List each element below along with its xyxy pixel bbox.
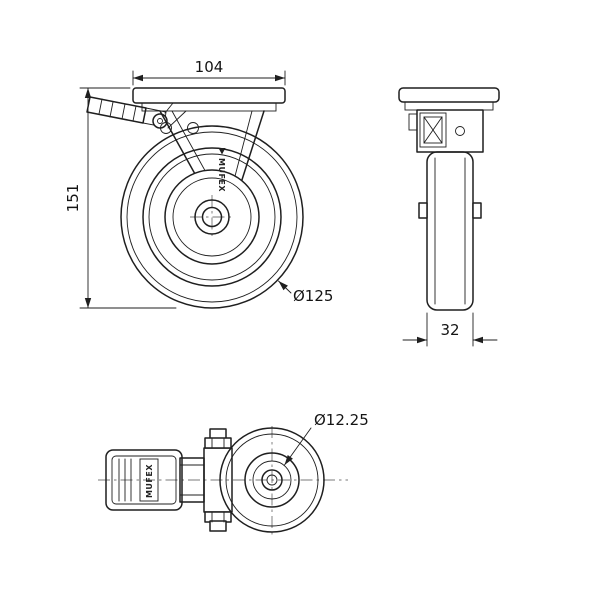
- fork-hole-left: [160, 122, 172, 134]
- front-dim-width: 104: [132, 58, 286, 86]
- top-dim-bolt-hole: Ø12.25: [284, 411, 369, 466]
- dim-height-label: 151: [64, 184, 82, 213]
- front-wheel: [120, 125, 304, 309]
- brand-arrow-icon: [218, 148, 226, 155]
- side-brake-tab: [408, 113, 418, 131]
- side-wheel: [418, 151, 482, 311]
- dim-wheel-diameter-label: Ø125: [293, 287, 333, 305]
- front-view: 104 151: [64, 58, 333, 309]
- top-brand-label: MUFEX: [145, 464, 154, 498]
- front-dim-wheel-diameter: Ø125: [278, 280, 333, 305]
- side-top-plate: [398, 87, 500, 111]
- top-brake-pedal: MUFEX: [105, 449, 183, 511]
- front-dim-height: 151: [64, 87, 177, 309]
- top-view: MUFEX: [98, 411, 369, 536]
- side-view: 32: [398, 87, 500, 347]
- front-brake-lever: [86, 96, 187, 129]
- fork-hole-right: [187, 122, 199, 134]
- side-dim-width: 32: [402, 312, 498, 347]
- dim-bolt-hole-label: Ø12.25: [314, 411, 369, 429]
- front-wheel-hub: [164, 169, 260, 265]
- dim-wheel-width-label: 32: [440, 321, 459, 339]
- side-swivel-housing: [408, 109, 484, 153]
- top-wheel-circles: [219, 427, 325, 533]
- axle-end-left: [418, 202, 428, 219]
- front-top-plate: [132, 87, 286, 112]
- brand-band: [139, 458, 159, 502]
- front-brand-label: MUFEX: [217, 158, 226, 192]
- side-bolt-hole: [455, 126, 465, 136]
- top-swivel-column: [203, 428, 233, 532]
- front-swivel-fork: [159, 110, 265, 187]
- axle-end-right: [472, 202, 482, 219]
- bottom-bolt-head: [209, 520, 227, 532]
- dim-width-label: 104: [195, 58, 224, 76]
- front-brand-mark: MUFEX: [217, 148, 226, 192]
